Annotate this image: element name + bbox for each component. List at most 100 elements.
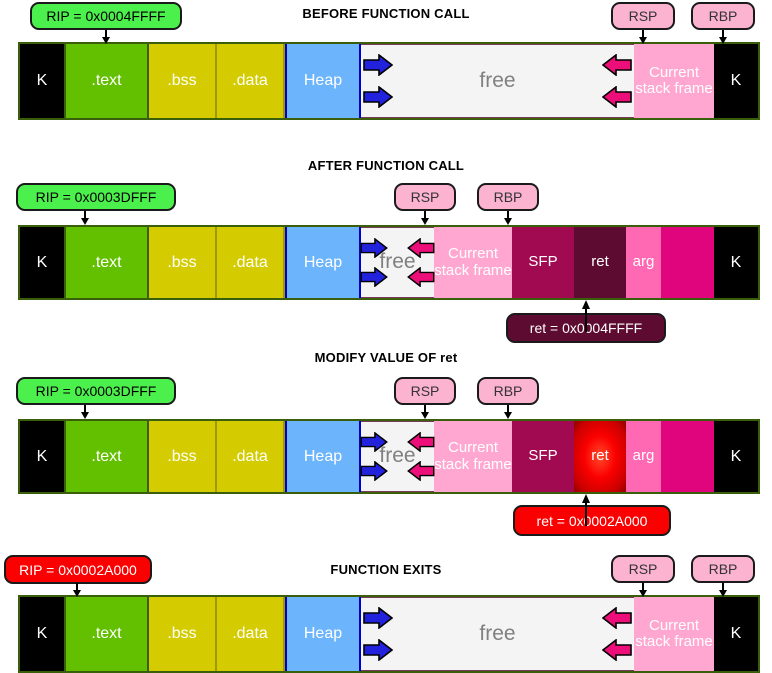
arrow-left-icon [407, 267, 435, 288]
stack-growth-arrows [600, 598, 634, 670]
arrow-left-icon [602, 607, 632, 630]
arrow-right-icon [363, 607, 393, 630]
segment-sfp: SFP [512, 421, 574, 492]
segment-kernel-high: K [714, 597, 758, 671]
rsp-pointer-arrow [419, 211, 431, 225]
segment-kernel-high: K [714, 421, 758, 492]
rbp-badge-label: RBP [708, 561, 738, 577]
arrow-right-icon [360, 461, 388, 482]
rip-badge: RIP = 0x0003DFFF [16, 183, 176, 211]
rbp-badge: RBP [477, 183, 539, 211]
arrow-left-icon [602, 85, 632, 108]
ret-callout-label: ret = 0x0002A000 [536, 512, 648, 529]
rbp-badge: RBP [691, 2, 755, 30]
arrow-right-icon [363, 638, 393, 661]
segment-kernel-high: K [714, 44, 758, 118]
rip-badge: RIP = 0x0002A000 [4, 555, 152, 584]
arrow-right-icon [363, 85, 393, 108]
heap-growth-arrows [361, 598, 395, 670]
segment-current-stack-frame: Current stack frame [434, 227, 512, 298]
segment-current-stack-frame: Current stack frame [634, 44, 714, 118]
segment-arg: arg [626, 421, 661, 492]
segment-data: .data [217, 597, 285, 671]
panel-title: AFTER FUNCTION CALL [307, 158, 465, 173]
segment-sfp: SFP [512, 227, 574, 298]
segment-stack-remainder [661, 227, 714, 298]
ret-callout-badge: ret = 0x0004FFFF [506, 313, 666, 343]
rip-badge: RIP = 0x0004FFFF [30, 2, 182, 30]
stack-growth-arrows [406, 228, 436, 297]
rsp-badge-label: RSP [628, 561, 658, 577]
panel-after-function-call: AFTER FUNCTION CALL RIP = 0x0003DFFF RSP… [0, 150, 772, 350]
segment-kernel-high: K [714, 227, 758, 298]
segment-kernel-low: K [20, 227, 64, 298]
segment-bss: .bss [149, 597, 217, 671]
rbp-badge-label: RBP [708, 8, 738, 24]
segment-stack-remainder [661, 421, 714, 492]
rip-badge: RIP = 0x0003DFFF [16, 377, 176, 405]
segment-kernel-low: K [20, 597, 64, 671]
segment-heap: Heap [285, 597, 361, 671]
arrow-left-icon [407, 461, 435, 482]
arrow-left-icon [407, 431, 435, 452]
rbp-pointer-arrow [502, 405, 514, 419]
rip-badge-label: RIP = 0x0004FFFF [46, 8, 166, 24]
segment-free: free [361, 44, 634, 118]
rip-badge-label: RIP = 0x0002A000 [19, 561, 137, 578]
rbp-pointer-arrow [502, 211, 514, 225]
memory-bar: K .text .bss .data Heap free Current sta [18, 419, 760, 494]
segment-data: .data [217, 44, 285, 118]
memory-bar: K .text .bss .data Heap free Current sta [18, 595, 760, 673]
segment-heap: Heap [285, 227, 361, 298]
stack-growth-arrows [406, 422, 436, 491]
segment-kernel-low: K [20, 44, 64, 118]
panel-title: BEFORE FUNCTION CALL [302, 6, 470, 21]
rbp-badge-label: RBP [493, 383, 523, 399]
segment-data: .data [217, 227, 285, 298]
arrow-right-icon [363, 54, 393, 77]
arrow-left-icon [602, 638, 632, 661]
rsp-badge: RSP [394, 377, 456, 405]
segment-heap: Heap [285, 421, 361, 492]
segment-heap: Heap [285, 44, 361, 118]
ret-callout-badge: ret = 0x0002A000 [513, 505, 671, 536]
segment-bss: .bss [149, 421, 217, 492]
segment-free: free [359, 421, 436, 492]
panel-title: FUNCTION EXITS [330, 562, 442, 577]
heap-growth-arrows [361, 45, 395, 117]
rsp-badge-label: RSP [628, 8, 658, 24]
ret-callout-label: ret = 0x0004FFFF [529, 320, 643, 336]
segment-bss: .bss [149, 44, 217, 118]
panel-title: MODIFY VALUE OF ret [314, 350, 458, 365]
stack-growth-arrows [600, 45, 634, 117]
rbp-badge: RBP [691, 555, 755, 583]
segment-free: free [359, 227, 436, 298]
rsp-badge: RSP [611, 2, 675, 30]
rip-pointer-arrow [79, 405, 91, 419]
segment-text: .text [64, 597, 149, 671]
rsp-badge: RSP [394, 183, 456, 211]
segment-bss: .bss [149, 227, 217, 298]
rbp-badge-label: RBP [493, 189, 523, 205]
memory-bar: K .text .bss .data Heap free Current sta [18, 42, 760, 120]
heap-growth-arrows [359, 228, 389, 297]
rsp-badge: RSP [611, 555, 675, 583]
panel-function-exits: FUNCTION EXITS RIP = 0x0002A000 RSP RBP … [0, 540, 772, 673]
segment-ret: ret [574, 227, 626, 298]
arrow-left-icon [407, 237, 435, 258]
segment-text: .text [64, 227, 149, 298]
heap-growth-arrows [359, 422, 389, 491]
rip-badge-label: RIP = 0x0003DFFF [35, 383, 157, 399]
segment-text: .text [64, 421, 149, 492]
rip-pointer-arrow [79, 211, 91, 225]
arrow-right-icon [360, 267, 388, 288]
rip-badge-label: RIP = 0x0003DFFF [35, 189, 157, 205]
segment-current-stack-frame: Current stack frame [434, 421, 512, 492]
rbp-badge: RBP [477, 377, 539, 405]
panel-modify-value-of-ret: MODIFY VALUE OF ret RIP = 0x0003DFFF RSP… [0, 340, 772, 540]
rsp-badge-label: RSP [410, 189, 440, 205]
segment-arg: arg [626, 227, 661, 298]
segment-free: free [361, 597, 634, 671]
rsp-badge-label: RSP [410, 383, 440, 399]
segment-kernel-low: K [20, 421, 64, 492]
